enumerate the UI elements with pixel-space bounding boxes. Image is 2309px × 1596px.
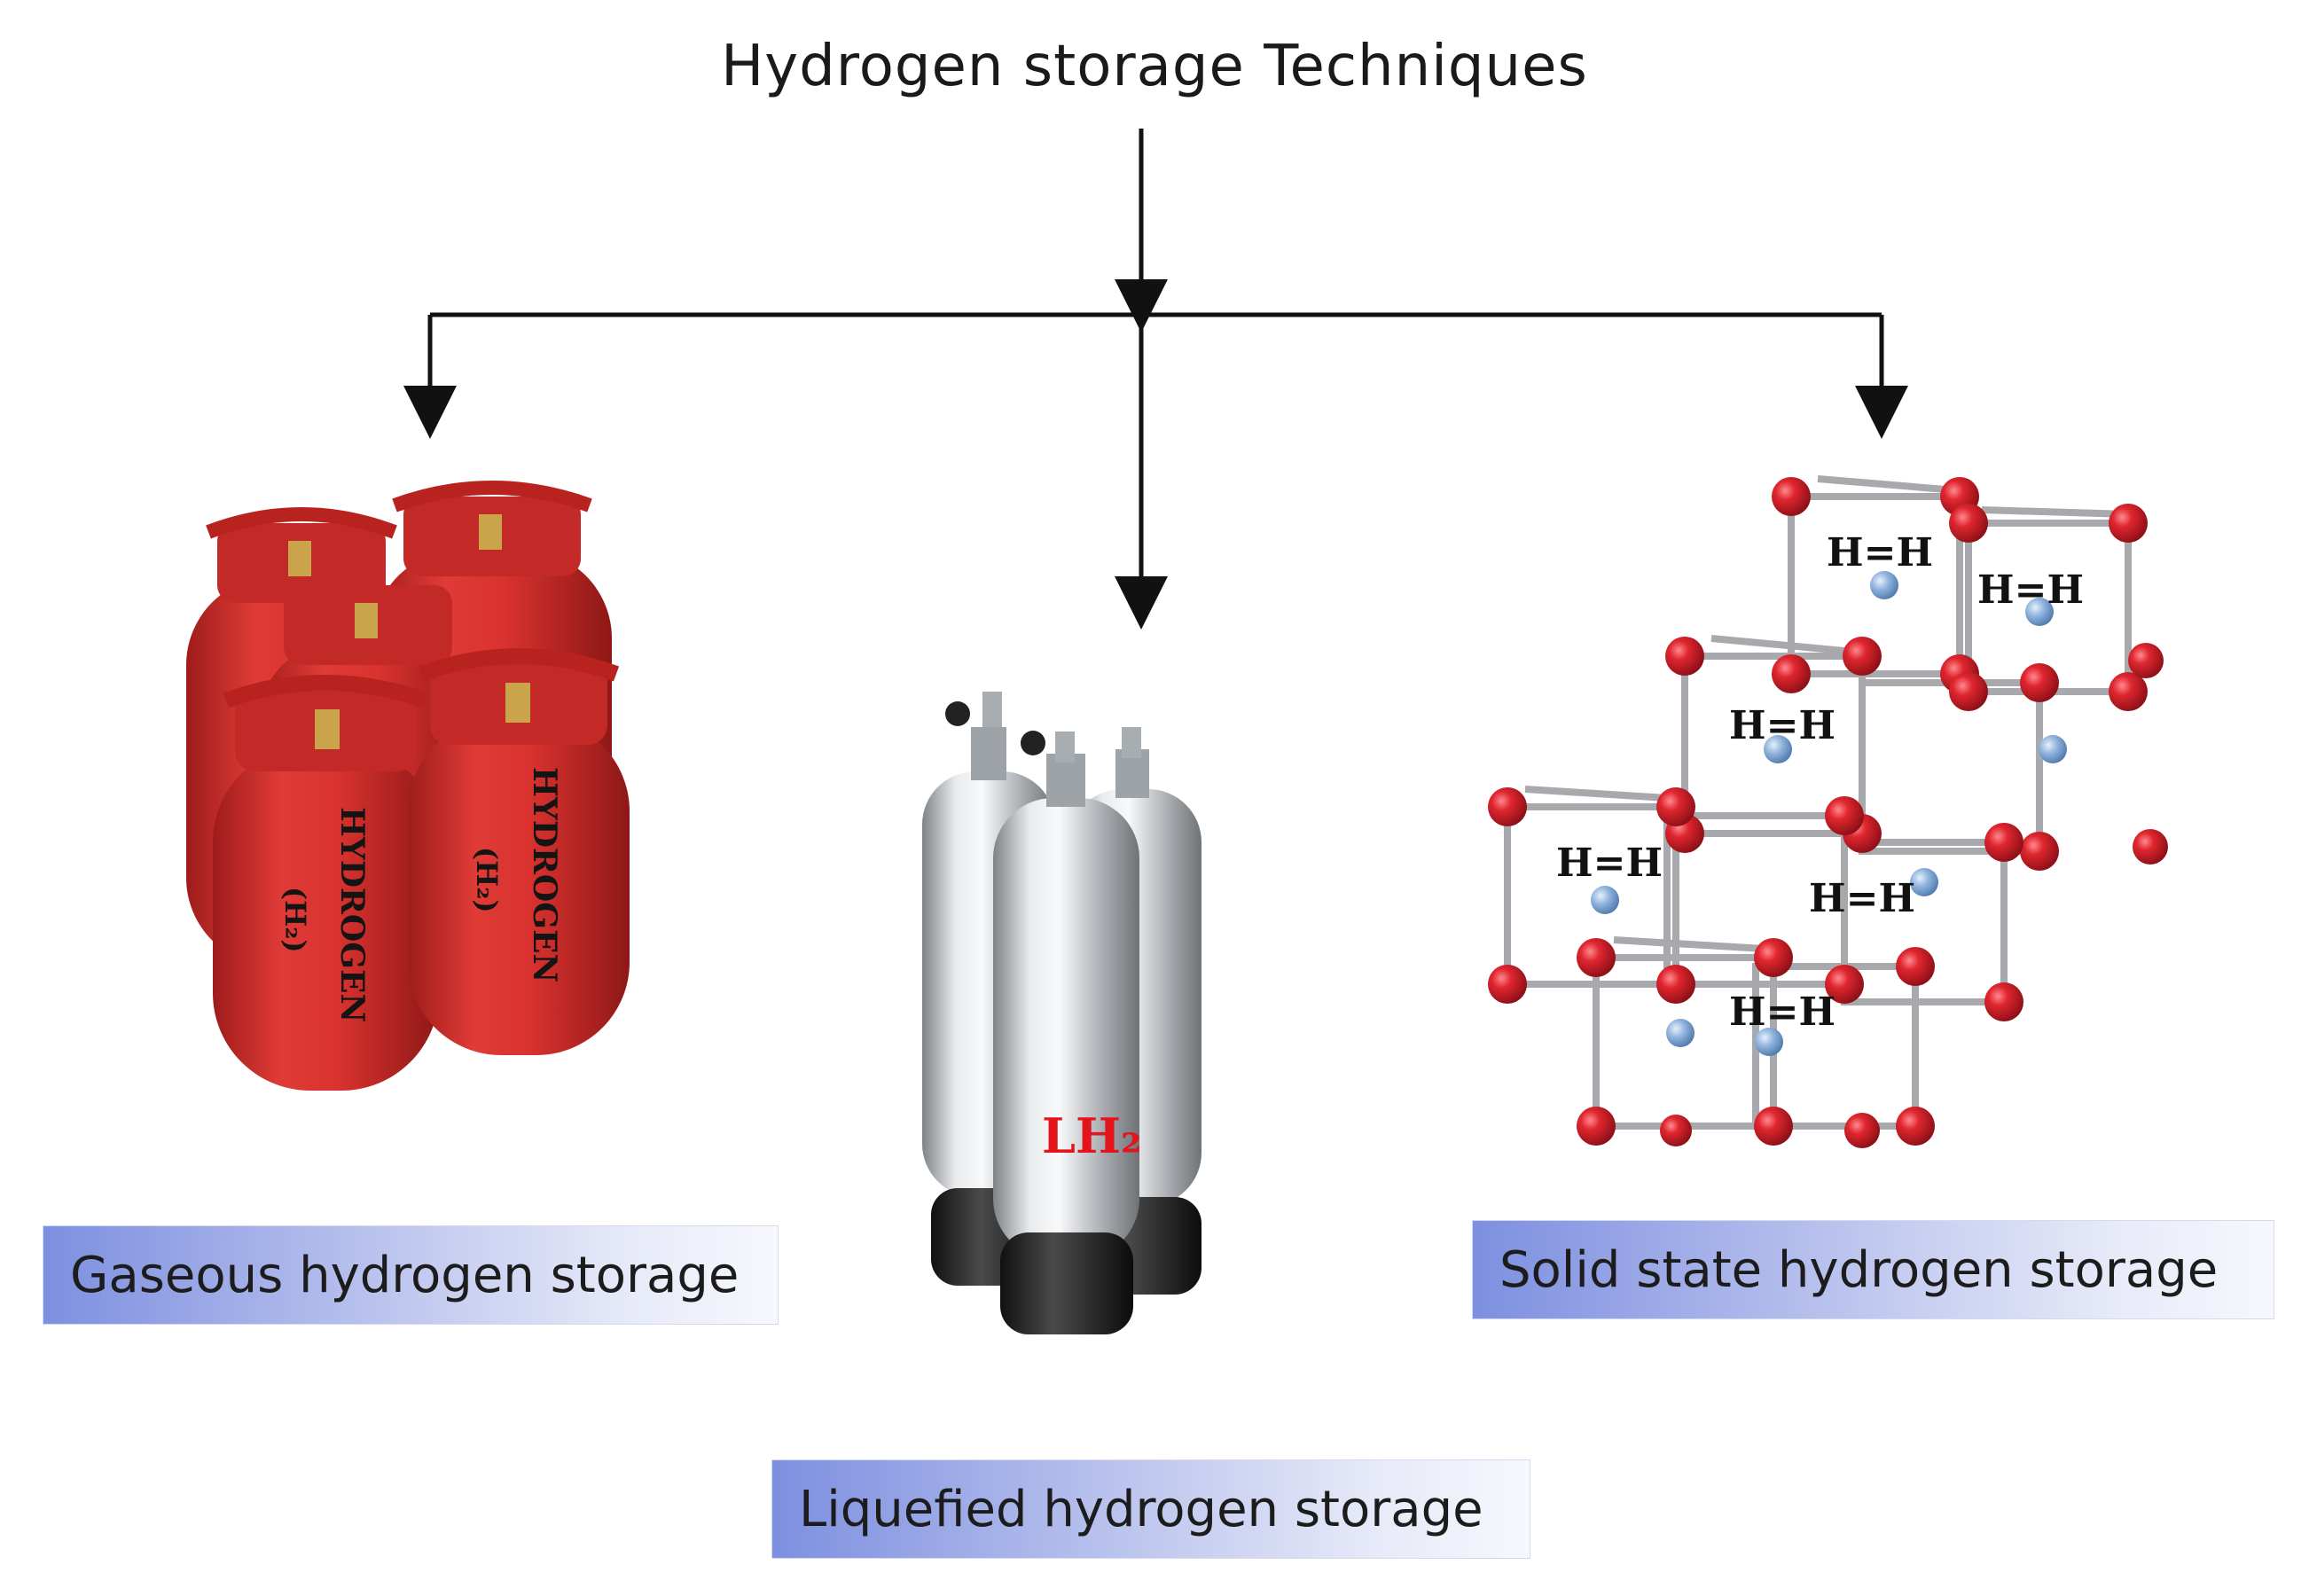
liquid-cylinders-illustration: LH₂: [922, 692, 1201, 1334]
connector-lines: [403, 129, 1908, 630]
cylinder-formula-left: (H₂): [278, 887, 312, 953]
cylinder-formula-right: (H₂): [470, 847, 504, 913]
gas-cylinder-front-left: HYDROGEN (H₂): [213, 675, 439, 1091]
diagram-title: Hydrogen storage Techniques: [721, 34, 1588, 99]
cylinder-text-hydrogen-left: HYDROGEN: [333, 807, 371, 1022]
molecule-label-5: H=H: [1809, 876, 1915, 921]
molecule-label-3: H=H: [1729, 703, 1835, 748]
gas-cylinders-illustration: HYDROGEN (H₂) HYDROGEN (H₂): [186, 481, 630, 1091]
gas-cylinder-front-right: HYDROGEN (H₂): [408, 648, 630, 1055]
molecule-label-4: H=H: [1556, 841, 1663, 886]
solid-storage-label: Solid state hydrogen storage: [1472, 1220, 2274, 1319]
solid-lattice-illustration: H=H H=H H=H H=H H=H H=H: [1488, 475, 2168, 1148]
molecule-label-6: H=H: [1729, 990, 1835, 1035]
gaseous-storage-label: Gaseous hydrogen storage: [43, 1225, 779, 1325]
liquid-cylinder-front: LH₂: [993, 731, 1142, 1334]
cylinder-text-lh2: LH₂: [1042, 1107, 1142, 1164]
cylinder-text-hydrogen-right: HYDROGEN: [526, 767, 563, 982]
molecule-label-1: H=H: [1827, 530, 1933, 575]
molecule-label-2: H=H: [1977, 567, 2084, 613]
liquefied-storage-label: Liquefied hydrogen storage: [771, 1459, 1530, 1559]
